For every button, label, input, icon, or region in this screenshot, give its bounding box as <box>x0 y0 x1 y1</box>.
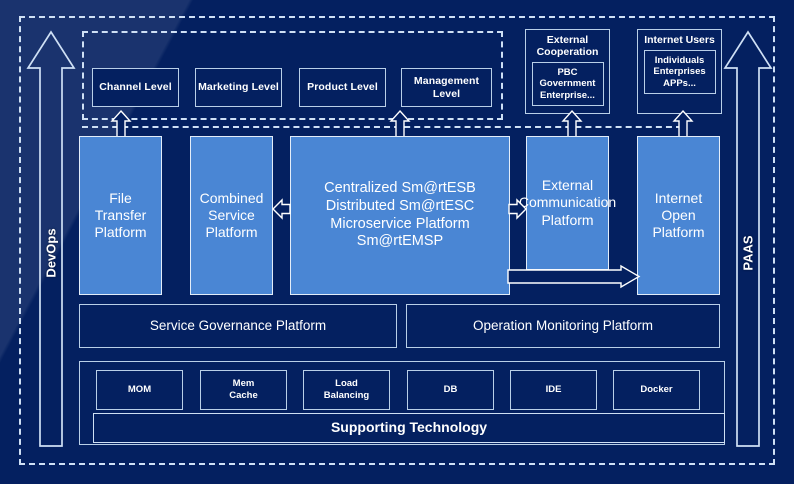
tech-label-mem-cache-line-2: Cache <box>229 390 258 401</box>
tech-label-load-balancing-line-2: Balancing <box>323 390 370 401</box>
paas-label: PAAS <box>740 235 756 271</box>
level-label-marketing: Marketing Level <box>198 81 279 94</box>
tech-box-mem-cache[interactable]: Mem Cache <box>200 370 287 410</box>
platform-combined-service-line-1: Combined <box>199 189 264 206</box>
devops-arrow: DevOps <box>26 28 76 450</box>
supporting-technology-bar[interactable]: Supporting Technology <box>93 413 725 443</box>
up-arrow-internet-open <box>672 109 694 138</box>
up-arrow-external-communication <box>561 109 583 138</box>
platform-external-communication-line-2: Communication <box>518 194 617 211</box>
level-box-management[interactable]: Management Level <box>401 68 492 107</box>
platform-internet-open-line-2: Open <box>661 206 696 223</box>
tech-box-load-balancing[interactable]: Load Balancing <box>303 370 390 410</box>
outer-dashed-frame <box>19 16 775 465</box>
external-cooperation-title-text: External Cooperation <box>536 34 599 59</box>
platform-centralized-esb[interactable]: Centralized Sm@rtESB Distributed Sm@rtES… <box>290 136 510 295</box>
internet-users-title-text: Internet Users <box>644 34 715 46</box>
paas-arrow-shape <box>723 30 773 447</box>
platform-combined-service-line-2: Service <box>208 206 255 223</box>
tech-box-db[interactable]: DB <box>407 370 494 410</box>
platform-file-transfer-line-3: Platform <box>94 224 147 241</box>
devops-arrow-shape <box>26 30 76 447</box>
platform-centralized-line-1: Centralized Sm@rtESB <box>324 180 476 197</box>
external-cooperation-group[interactable]: External Cooperation PBC Government Ente… <box>525 29 610 114</box>
tech-label-ide: IDE <box>545 384 562 396</box>
platform-internet-open[interactable]: Internet Open Platform <box>637 136 720 295</box>
internet-users-body-text: Individuals Enterprises APPs... <box>653 54 706 89</box>
up-arrow-center-platform <box>389 109 411 138</box>
external-cooperation-body-text: PBC Government Enterprise... <box>539 66 596 101</box>
tech-label-docker: Docker <box>640 384 673 396</box>
up-arrow-file-transfer <box>110 109 132 138</box>
tech-box-docker[interactable]: Docker <box>613 370 700 410</box>
platform-separator-dashed-line <box>82 126 682 128</box>
platform-external-communication-line-1: External <box>541 177 594 194</box>
level-box-channel[interactable]: Channel Level <box>92 68 179 107</box>
external-cooperation-body-box: PBC Government Enterprise... <box>531 62 604 107</box>
level-box-marketing[interactable]: Marketing Level <box>195 68 282 107</box>
tech-label-db: DB <box>443 384 458 396</box>
platform-external-communication[interactable]: External Communication Platform <box>519 136 616 270</box>
devops-label: DevOps <box>43 228 59 278</box>
arrow-right-to-external-communication <box>508 198 527 220</box>
level-label-channel: Channel Level <box>99 81 172 94</box>
platform-combined-service[interactable]: Combined Service Platform <box>190 136 273 295</box>
operation-monitoring-label: Operation Monitoring Platform <box>472 317 654 333</box>
internet-users-group[interactable]: Internet Users Individuals Enterprises A… <box>637 29 722 114</box>
platform-internet-open-line-1: Internet <box>654 189 703 206</box>
operation-monitoring-platform[interactable]: Operation Monitoring Platform <box>406 304 720 348</box>
platform-file-transfer-line-2: Transfer <box>94 206 147 223</box>
service-governance-label: Service Governance Platform <box>149 317 327 333</box>
arrow-left-to-combined-service <box>272 198 291 220</box>
internet-users-title: Internet Users <box>644 34 715 46</box>
tech-label-load-balancing-line-1: Load <box>335 378 358 390</box>
tech-label-mem-cache-line-1: Mem <box>232 378 255 390</box>
platform-centralized-line-2: Distributed Sm@rtESC <box>325 197 475 214</box>
tech-box-ide[interactable]: IDE <box>510 370 597 410</box>
platform-file-transfer[interactable]: File Transfer Platform <box>79 136 162 295</box>
service-governance-platform[interactable]: Service Governance Platform <box>79 304 397 348</box>
internet-users-body-box: Individuals Enterprises APPs... <box>643 50 716 95</box>
supporting-technology-label: Supporting Technology <box>330 419 488 436</box>
arrow-centralized-to-internet-open <box>507 264 641 289</box>
platform-internet-open-line-3: Platform <box>652 224 705 241</box>
tech-box-mom[interactable]: MOM <box>96 370 183 410</box>
platform-centralized-line-3: Microservice Platform Sm@rtEMSP <box>330 215 470 250</box>
paas-arrow: PAAS <box>723 28 773 450</box>
level-box-product[interactable]: Product Level <box>299 68 386 107</box>
platform-external-communication-line-3: Platform <box>541 211 594 228</box>
business-levels-region <box>82 31 503 120</box>
external-cooperation-title: External Cooperation <box>526 34 609 58</box>
platform-combined-service-line-3: Platform <box>205 224 258 241</box>
platform-file-transfer-line-1: File <box>109 189 132 206</box>
level-label-management: Management Level <box>413 74 480 100</box>
tech-label-mom: MOM <box>127 384 152 396</box>
level-label-product: Product Level <box>307 81 378 94</box>
